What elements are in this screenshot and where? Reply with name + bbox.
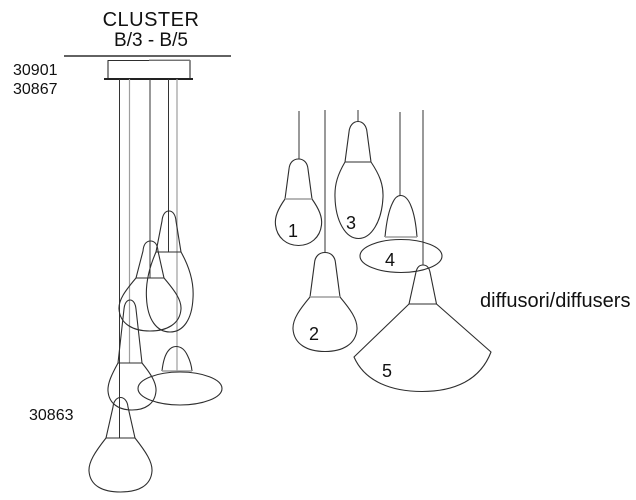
canopy-code-top: 30901 <box>13 62 58 79</box>
cluster-lamp-pear-lower-left <box>107 299 157 411</box>
cluster-lamp-pear-bottom <box>88 396 153 493</box>
diffuser-5-number: 5 <box>382 361 392 381</box>
cluster-lamp-pear-center <box>118 240 182 332</box>
diffuser-3-shape <box>334 120 384 240</box>
diagram-subtitle: B/3 - B/5 <box>114 30 188 51</box>
diffuser-4-number: 4 <box>385 250 395 270</box>
diffuser-4-bell <box>384 194 418 238</box>
diffuser-3-number: 3 <box>346 213 356 233</box>
cluster-lamp-cone-diffuser <box>137 371 223 406</box>
diffuser-1-number: 1 <box>288 221 298 241</box>
diffuser-5-shape <box>353 264 492 393</box>
canopy-code-bottom: 30867 <box>13 81 58 98</box>
diffuser-2-shape <box>292 251 358 353</box>
diagram-title: CLUSTER <box>103 9 200 31</box>
diffuser-1-shape <box>274 158 323 247</box>
diffuser-4-diffuser <box>359 238 443 274</box>
cluster-lamp-pear-upper-right <box>145 210 194 333</box>
cluster-lamp-cone-bell <box>161 345 193 372</box>
diffuser-2-number: 2 <box>309 324 319 344</box>
cluster-diffuser-code: 30863 <box>29 407 74 424</box>
canopy-box <box>107 59 191 80</box>
diffusers-caption: diffusori/diffusers <box>480 290 630 312</box>
